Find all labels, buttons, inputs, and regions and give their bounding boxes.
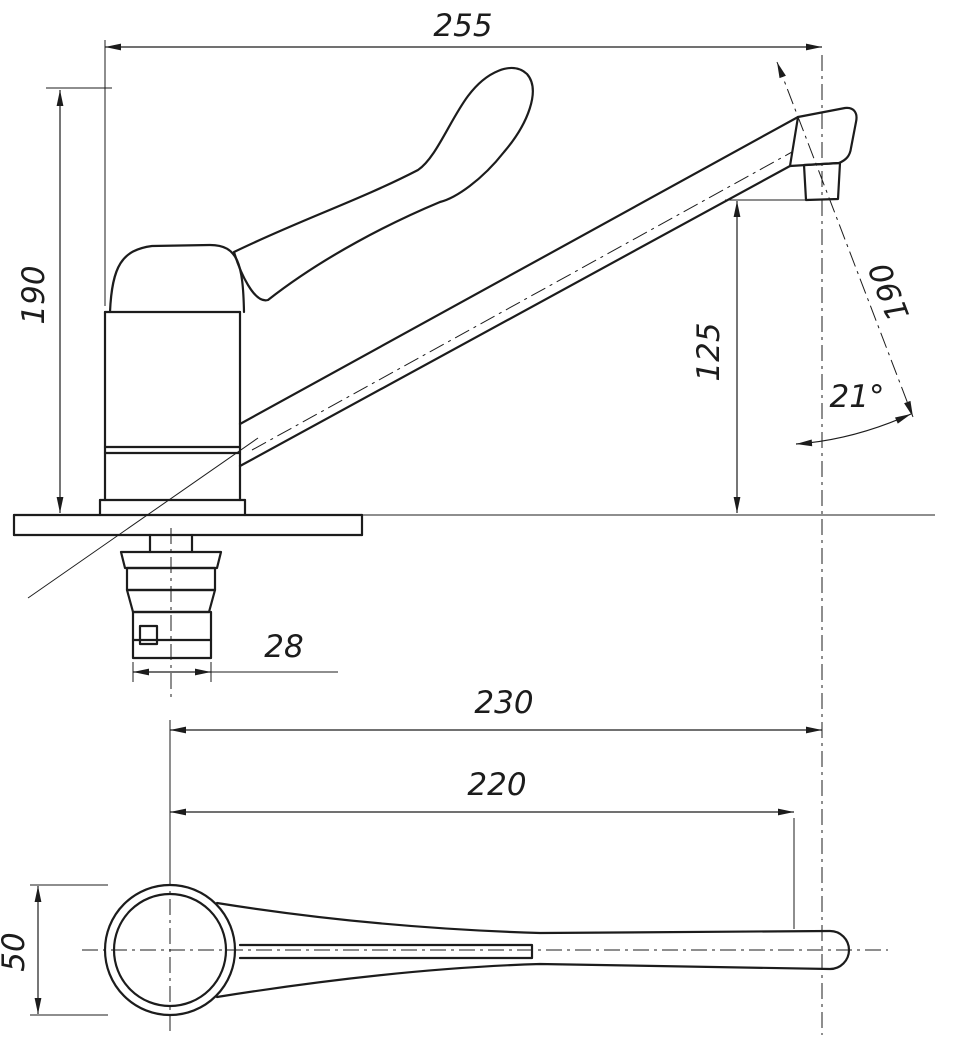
dim-spout-angle: 21°	[795, 379, 912, 447]
plan-handle-slot	[238, 943, 534, 960]
dim-total-height: 190	[16, 90, 64, 513]
total-height-label: 190	[16, 265, 52, 324]
dim-spout-axis-length: 190	[776, 61, 917, 418]
deck-surface	[12, 513, 364, 537]
reach-to-axis-label: 230	[474, 685, 533, 721]
spout-outlet-height-label: 125	[691, 322, 727, 381]
shank-notch	[138, 624, 159, 646]
spout-centerline	[251, 151, 793, 451]
spout	[238, 106, 858, 468]
dim-reach-to-axis: 230	[170, 685, 822, 734]
dim-shank-width: 28	[133, 629, 338, 676]
body-dome	[108, 243, 246, 314]
dim-handle-knob-diameter: 50	[0, 886, 42, 1014]
construction-line	[27, 437, 259, 599]
spout-axis-length-label: 190	[862, 258, 917, 326]
reach-to-tip-label: 220	[467, 767, 526, 803]
dim-reach-to-tip: 220	[170, 767, 794, 816]
side-view	[12, 67, 858, 700]
lever-handle	[232, 67, 534, 302]
dim-overall-length: 255	[105, 8, 822, 51]
dim-spout-outlet-height: 125	[691, 201, 741, 513]
spout-angle-label: 21°	[830, 379, 885, 415]
faucet-body	[98, 243, 247, 517]
handle-knob-diameter-label: 50	[0, 932, 32, 971]
spout-outlet	[788, 106, 858, 168]
shank-width-label: 28	[264, 629, 303, 665]
overall-length-label: 255	[433, 8, 492, 44]
shank-assembly	[119, 528, 223, 700]
plan-view	[82, 870, 888, 1032]
